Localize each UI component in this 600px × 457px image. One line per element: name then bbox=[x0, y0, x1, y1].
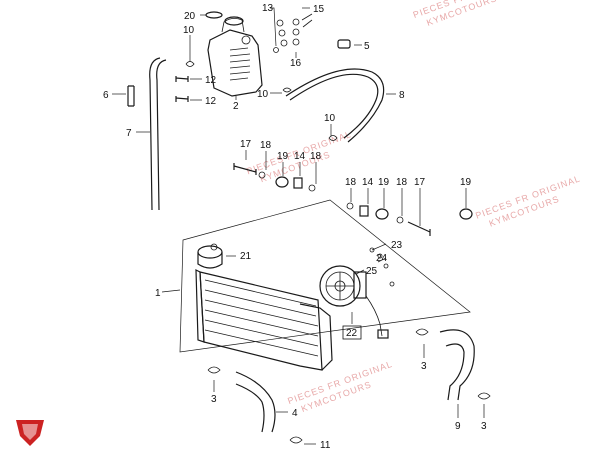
callout-4: 4 bbox=[292, 408, 298, 419]
callout-25: 25 bbox=[366, 266, 378, 277]
fan-assembly bbox=[319, 265, 389, 339]
leader-lines bbox=[112, 7, 485, 445]
screws bbox=[175, 76, 189, 102]
callout-17: 17 bbox=[414, 177, 426, 188]
bolts-set bbox=[273, 13, 313, 53]
hose-short bbox=[127, 85, 135, 107]
callout-19: 19 bbox=[277, 151, 289, 162]
hose-long-inner bbox=[156, 59, 167, 211]
brand-logo-icon bbox=[16, 420, 44, 446]
callout-23: 23 bbox=[391, 240, 403, 251]
assembly-frame bbox=[179, 199, 471, 353]
callout-22: 22 bbox=[346, 328, 358, 339]
callout-10: 10 bbox=[257, 89, 269, 100]
fan-screws bbox=[369, 247, 395, 287]
callout-18: 18 bbox=[310, 151, 322, 162]
callout-8: 8 bbox=[399, 90, 405, 101]
callout-19: 19 bbox=[378, 177, 390, 188]
clamp-small bbox=[185, 61, 195, 67]
overflow-hose-inner bbox=[289, 73, 379, 139]
hose-long-outer bbox=[149, 57, 161, 211]
callout-7: 7 bbox=[126, 128, 132, 139]
callout-19: 19 bbox=[460, 177, 472, 188]
overflow-hose-outer bbox=[285, 68, 385, 143]
clip bbox=[337, 39, 351, 49]
callout-17: 17 bbox=[240, 139, 252, 150]
callout-9: 9 bbox=[455, 421, 461, 432]
callout-15: 15 bbox=[313, 4, 325, 15]
radiator-cap bbox=[197, 243, 223, 269]
callout-2: 2 bbox=[233, 101, 239, 112]
callout-10: 10 bbox=[324, 113, 336, 124]
callout-13: 13 bbox=[262, 3, 274, 14]
radiator bbox=[195, 269, 333, 371]
callout-22-box bbox=[342, 325, 362, 340]
watermark: PIECES FR ORIGINAL KYMCOTOURS PIECES FR … bbox=[245, 0, 582, 414]
lower-hose-outer bbox=[235, 371, 276, 433]
callout-3: 3 bbox=[481, 421, 487, 432]
callout-6: 6 bbox=[103, 90, 109, 101]
hose-clamp bbox=[477, 392, 491, 400]
callout-18: 18 bbox=[260, 140, 272, 151]
callout-3: 3 bbox=[211, 394, 217, 405]
mount-hardware-left bbox=[233, 163, 316, 192]
callout-14: 14 bbox=[294, 151, 306, 162]
hose-clamp bbox=[289, 436, 303, 444]
clamp-small bbox=[282, 87, 292, 93]
callout-10: 10 bbox=[183, 25, 195, 36]
callout-12: 12 bbox=[205, 96, 217, 107]
hose-clamp bbox=[207, 366, 221, 374]
o-ring bbox=[205, 11, 223, 19]
callout-12: 12 bbox=[205, 75, 217, 86]
callout-11: 11 bbox=[320, 440, 331, 451]
callout-21: 21 bbox=[240, 251, 252, 262]
callout-20: 20 bbox=[184, 11, 196, 22]
callout-1: 1 bbox=[155, 288, 161, 299]
hose-clamp bbox=[415, 328, 429, 336]
callout-18: 18 bbox=[396, 177, 408, 188]
callout-5: 5 bbox=[364, 41, 370, 52]
callout-3: 3 bbox=[421, 361, 427, 372]
callout-18: 18 bbox=[345, 177, 357, 188]
right-hose-inner bbox=[445, 343, 465, 401]
callout-24: 24 bbox=[376, 253, 388, 264]
right-hose-outer bbox=[439, 329, 475, 401]
callout-labels: 20 13 15 10 5 16 12 12 6 2 10 8 7 10 17 … bbox=[103, 3, 487, 451]
callout-16: 16 bbox=[290, 58, 302, 69]
reservoir-tank bbox=[207, 16, 263, 97]
mount-hardware-right bbox=[346, 202, 473, 236]
callout-14: 14 bbox=[362, 177, 374, 188]
lower-hose-inner bbox=[235, 383, 265, 433]
